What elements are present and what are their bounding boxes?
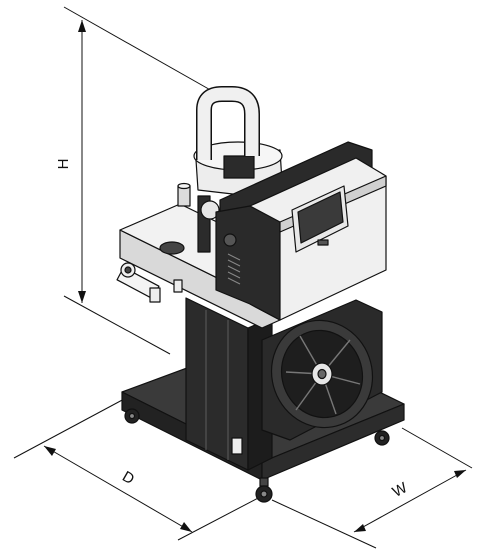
caster-front <box>255 477 273 503</box>
width-label: W <box>390 479 411 501</box>
depth-arrow-back <box>44 446 56 456</box>
fan-shaft <box>317 368 327 380</box>
fitting-b <box>173 279 183 293</box>
motor <box>261 299 383 441</box>
height-label: H <box>55 159 72 170</box>
base-right-side <box>261 403 405 481</box>
width-extension-right <box>401 427 473 469</box>
display-screen <box>297 191 344 244</box>
pipe <box>197 87 259 160</box>
hose-connector <box>200 200 220 220</box>
height-arrow-top <box>78 20 86 32</box>
dimension-lines <box>13 6 473 549</box>
depth-extension-front <box>177 495 263 541</box>
height-arrow-bottom <box>78 291 86 303</box>
cabinet-knob <box>223 233 237 247</box>
valve-assembly <box>116 262 183 303</box>
machine <box>116 86 405 503</box>
depth-dimension-line <box>43 445 193 533</box>
caster-right <box>374 430 390 446</box>
width-dimension-line <box>353 469 467 533</box>
depth-label: D <box>119 468 137 488</box>
plate-hole <box>159 241 185 255</box>
width-arrow-right <box>454 470 466 478</box>
filter-clamp <box>223 155 255 179</box>
column-plate <box>231 437 243 455</box>
control-cabinet <box>215 141 387 321</box>
fitting-a <box>149 287 161 303</box>
width-arrow-left <box>354 524 366 532</box>
small-cylinder-top <box>177 182 191 190</box>
cabinet-vents <box>227 253 241 285</box>
screen-button <box>317 239 329 246</box>
width-extension-left <box>271 499 377 549</box>
height-extension-top <box>63 6 215 93</box>
height-extension-bottom <box>63 295 171 355</box>
gauge-center <box>124 266 132 274</box>
caster-left <box>124 408 140 424</box>
depth-arrow-front <box>180 522 192 532</box>
depth-extension-back <box>13 397 127 459</box>
